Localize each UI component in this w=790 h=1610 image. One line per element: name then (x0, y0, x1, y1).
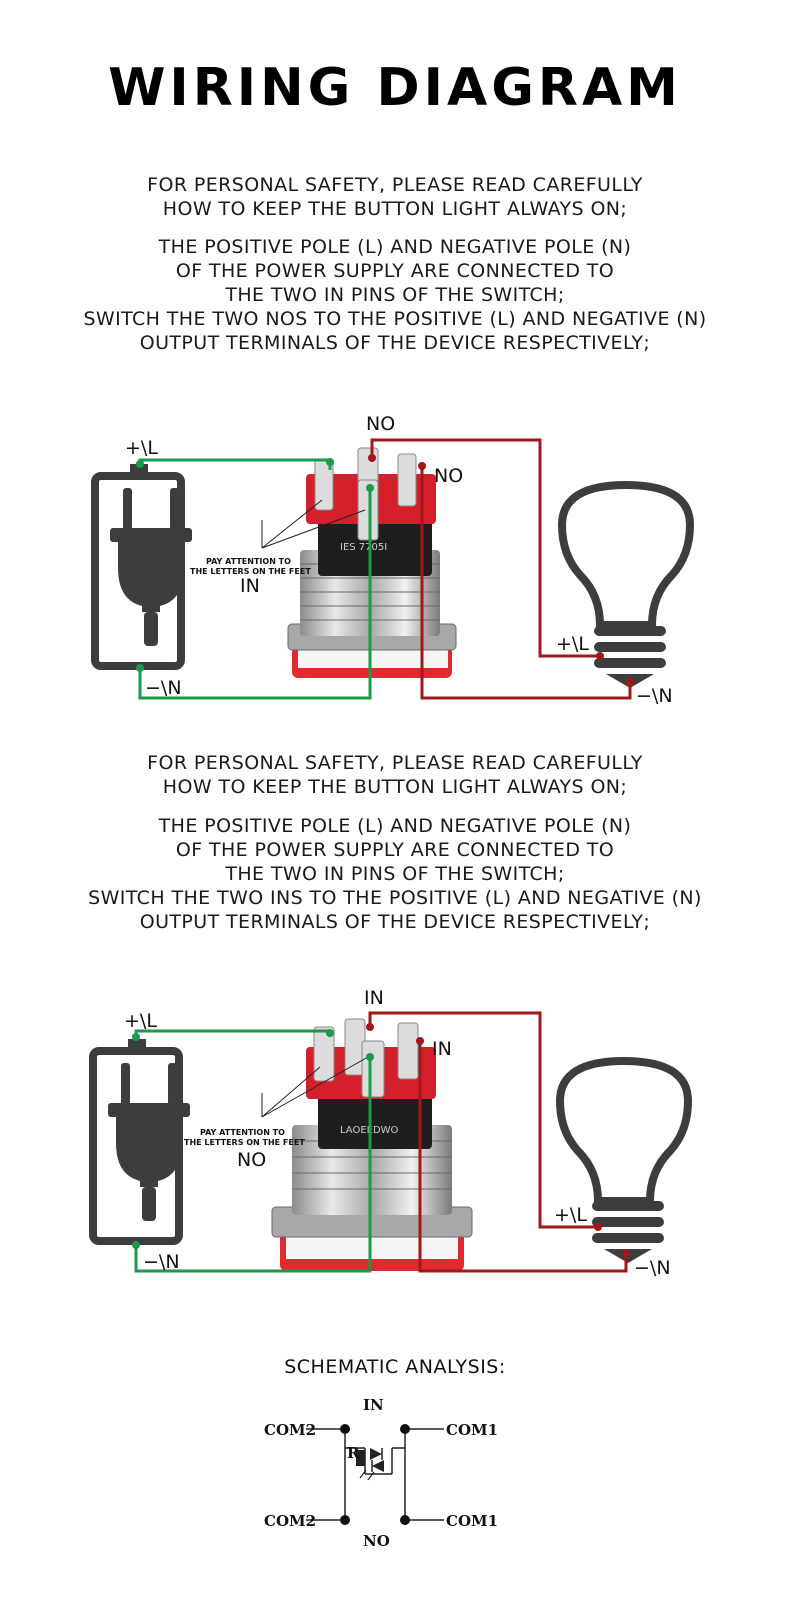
pin-bottom-label: IN (240, 575, 260, 597)
resistor-icon (356, 1450, 365, 1466)
note-line: THE LETTERS ON THE FEET (190, 567, 311, 576)
wiring-diagram-1: IES 7705I +\L −\N NO NO IN PAY ATTENTION… (91, 413, 695, 707)
schematic-diagram: IN NO COM2 COM1 COM2 COM1 R (264, 1396, 498, 1550)
intro-line: FOR PERSONAL SAFETY, PLEASE READ CAREFUL… (147, 752, 643, 774)
pin-top-label: IN (364, 987, 384, 1009)
com2-bottom-label: COM2 (264, 1512, 316, 1530)
plug-negative-label: −\N (145, 677, 182, 699)
schematic-top-label: IN (363, 1396, 384, 1414)
com1-bottom-label: COM1 (446, 1512, 498, 1530)
body-line: OF THE POWER SUPPLY ARE CONNECTED TO (175, 260, 615, 282)
com1-top-label: COM1 (446, 1421, 498, 1439)
body-line: THE TWO IN PINS OF THE SWITCH; (225, 863, 565, 885)
resistor-label: R (347, 1444, 360, 1462)
section1-body: THE POSITIVE POLE (L) AND NEGATIVE POLE … (0, 235, 790, 355)
pin-top-label: NO (366, 413, 395, 435)
body-line: SWITCH THE TWO INS TO THE POSITIVE (L) A… (88, 887, 702, 909)
intro-line: HOW TO KEEP THE BUTTON LIGHT ALWAYS ON; (162, 198, 628, 220)
plug-positive-label: +\L (125, 437, 158, 459)
intro-line: HOW TO KEEP THE BUTTON LIGHT ALWAYS ON; (162, 776, 628, 798)
pin-right-label: NO (434, 465, 463, 487)
page-title: WIRING DIAGRAM (108, 58, 682, 118)
body-line: SWITCH THE TWO NOS TO THE POSITIVE (L) A… (83, 308, 707, 330)
power-plug-icon (91, 464, 192, 670)
note-line: PAY ATTENTION TO (200, 1128, 285, 1137)
note-line: PAY ATTENTION TO (206, 557, 291, 566)
pin-right-label: IN (432, 1038, 452, 1060)
bulb-positive-label: +\L (556, 633, 589, 655)
push-button-switch: IES 7705I (287, 447, 457, 678)
light-bulb-icon (557, 480, 695, 688)
pin-bottom-label: NO (237, 1149, 266, 1171)
wiring-diagram-2: LAOEEDWO +\L −\N IN IN NO PAY ATTENTION … (89, 987, 693, 1279)
section2-body: THE POSITIVE POLE (L) AND NEGATIVE POLE … (0, 814, 790, 934)
light-bulb-icon (555, 1056, 693, 1263)
section1-intro: FOR PERSONAL SAFETY, PLEASE READ CAREFUL… (0, 173, 790, 221)
note-line: THE LETTERS ON THE FEET (184, 1138, 305, 1147)
power-plug-icon (89, 1039, 190, 1245)
schematic-bottom-label: NO (363, 1532, 390, 1550)
com2-top-label: COM2 (264, 1421, 316, 1439)
body-line: THE POSITIVE POLE (L) AND NEGATIVE POLE … (158, 236, 632, 258)
bulb-negative-label: −\N (634, 1257, 671, 1279)
bulb-positive-label: +\L (554, 1204, 587, 1226)
intro-line: FOR PERSONAL SAFETY, PLEASE READ CAREFUL… (147, 174, 643, 196)
section2-intro: FOR PERSONAL SAFETY, PLEASE READ CAREFUL… (0, 751, 790, 799)
red-wire (370, 438, 632, 700)
body-line: OF THE POWER SUPPLY ARE CONNECTED TO (175, 839, 615, 861)
bulb-negative-label: −\N (636, 685, 673, 707)
body-line: OUTPUT TERMINALS OF THE DEVICE RESPECTIV… (139, 911, 651, 933)
plug-positive-label: +\L (124, 1010, 157, 1032)
body-line: OUTPUT TERMINALS OF THE DEVICE RESPECTIV… (139, 332, 651, 354)
push-button-switch: LAOEEDWO (271, 1018, 473, 1271)
body-line: THE TWO IN PINS OF THE SWITCH; (225, 284, 565, 306)
switch-body-text: IES 7705I (340, 542, 387, 553)
red-wire (368, 1011, 628, 1273)
body-line: THE POSITIVE POLE (L) AND NEGATIVE POLE … (158, 815, 632, 837)
led-diode-icon (359, 1448, 384, 1481)
schematic-title: SCHEMATIC ANALYSIS: (284, 1356, 506, 1378)
plug-negative-label: −\N (143, 1251, 180, 1273)
